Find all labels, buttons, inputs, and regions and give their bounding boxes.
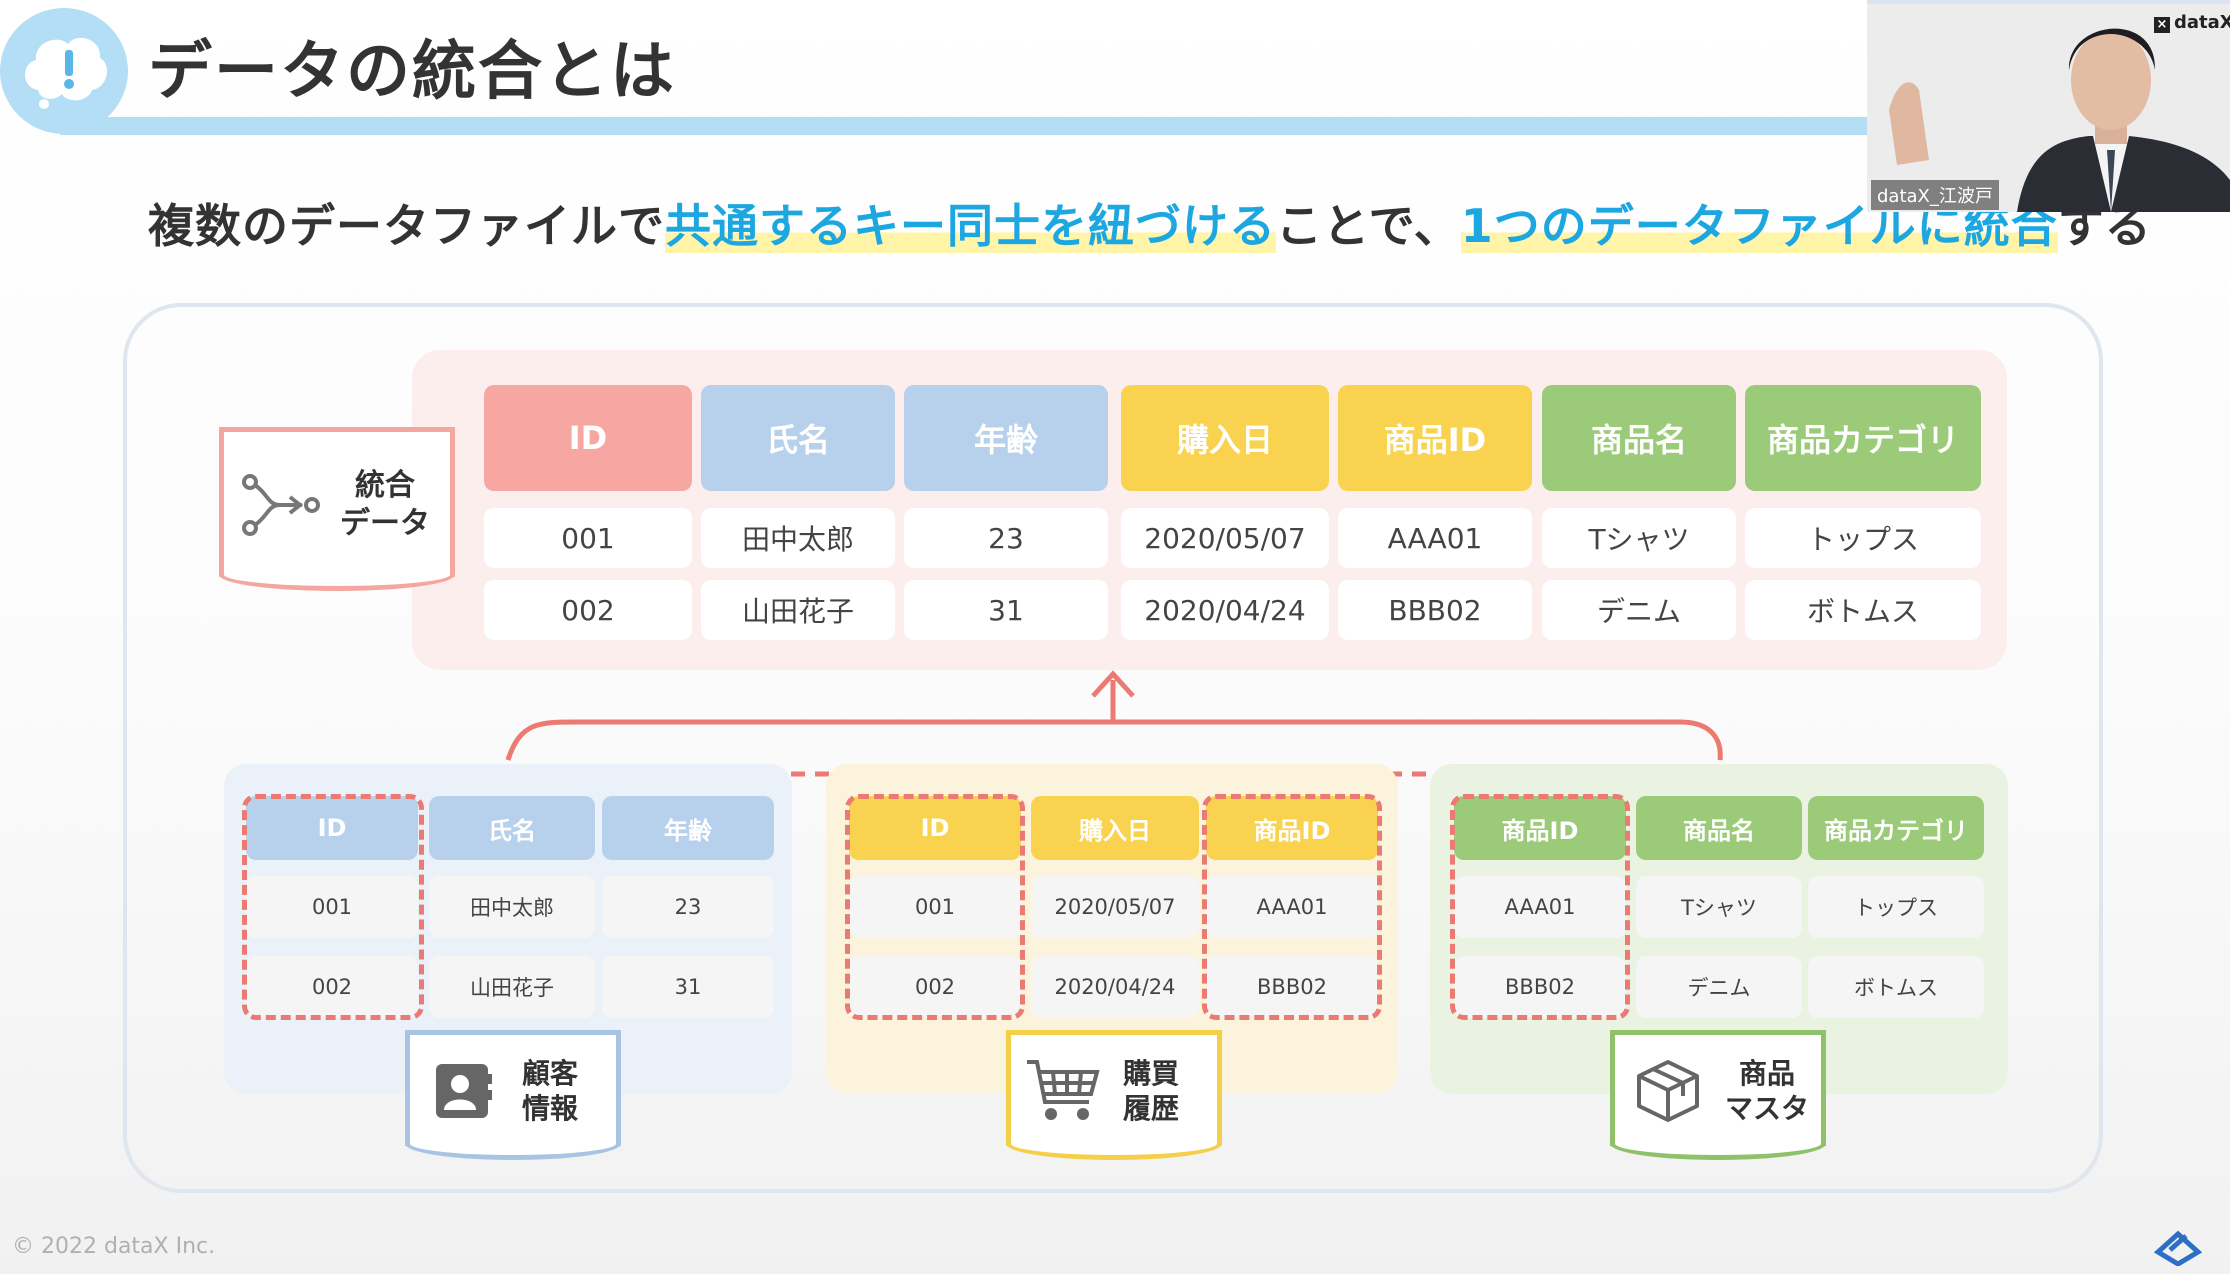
purchase-data-cell: 001: [849, 876, 1021, 938]
merged-data-cell: BBB02: [1338, 580, 1532, 640]
x-mark-icon: ×: [2154, 17, 2170, 33]
customer-header-cell: 年齢: [602, 796, 774, 860]
merged-header-cell: 年齢: [904, 385, 1108, 491]
customer-data-cell: 田中太郎: [429, 876, 595, 938]
purchase-history-badge: 購買 履歴: [1006, 1030, 1222, 1160]
merged-data-cell: ボトムス: [1745, 580, 1981, 640]
purchase-product-id-key-frame: [1202, 794, 1382, 1020]
merged-data-cell: 田中太郎: [701, 508, 895, 568]
box-icon: [1637, 1059, 1699, 1122]
purchase-data-cell: BBB02: [1206, 956, 1378, 1018]
merged-data-cell: 001: [484, 508, 692, 568]
subtitle-highlight-1: 共通するキー同士を紐づける: [665, 199, 1276, 253]
datax-logo-icon: [2153, 1230, 2203, 1266]
product-master-badge: 商品 マスタ: [1610, 1030, 1826, 1160]
video-logo-text: dataX: [2174, 12, 2230, 33]
merged-header-cell: 商品名: [1542, 385, 1736, 491]
purchase-id-key-frame: [845, 794, 1025, 1020]
product-data-cell: トップス: [1808, 876, 1984, 938]
presenter-video: [1867, 0, 2230, 212]
product-data-cell: ボトムス: [1808, 956, 1984, 1018]
merge-icon: [242, 473, 320, 536]
product-data-cell: Tシャツ: [1636, 876, 1802, 938]
video-top-line: [1867, 0, 2230, 4]
product-master-label: 商品 マスタ: [1725, 1056, 1810, 1125]
purchase-data-cell: AAA01: [1206, 876, 1378, 938]
merged-header-cell: 購入日: [1121, 385, 1329, 491]
purchase-data-cell: 2020/05/07: [1031, 876, 1199, 938]
merged-data-cell: 002: [484, 580, 692, 640]
contact-card-icon: [436, 1063, 492, 1118]
merged-data-cell: 2020/05/07: [1121, 508, 1329, 568]
presenter-name: dataX_江波戸: [1871, 180, 1999, 210]
product-data-cell: AAA01: [1454, 876, 1626, 938]
merged-header-cell: 氏名: [701, 385, 895, 491]
purchase-data-cell: 2020/04/24: [1031, 956, 1199, 1018]
title-underline-bar: [60, 117, 1880, 135]
product-data-cell: デニム: [1636, 956, 1802, 1018]
merged-data-cell: AAA01: [1338, 508, 1532, 568]
copyright: © 2022 dataX Inc.: [12, 1234, 216, 1259]
merged-data-cell: 山田花子: [701, 580, 895, 640]
video-datax-logo: ×dataX: [2154, 12, 2230, 33]
merged-data-badge: 統合 データ: [219, 427, 455, 591]
subtitle-part-1: 複数のデータファイルで: [148, 199, 665, 253]
merged-header-cell: 商品カテゴリ: [1745, 385, 1981, 491]
merged-data-label: 統合 データ: [340, 468, 430, 541]
merged-data-cell: 2020/04/24: [1121, 580, 1329, 640]
customer-data-cell: 山田花子: [429, 956, 595, 1018]
shopping-cart-icon: [1027, 1059, 1100, 1120]
merged-data-cell: Tシャツ: [1542, 508, 1736, 568]
subtitle-part-3: ことで、: [1276, 199, 1461, 253]
product-header-cell: 商品名: [1636, 796, 1802, 860]
page-title: データの統合とは: [148, 35, 676, 109]
merged-header-cell: ID: [484, 385, 692, 491]
customer-header-cell: ID: [246, 796, 418, 860]
customer-header-cell: 氏名: [429, 796, 595, 860]
thought-bubble-icon: [0, 8, 128, 134]
customer-data-cell: 23: [602, 876, 774, 938]
product-data-cell: BBB02: [1454, 956, 1626, 1018]
purchase-history-label: 購買 履歴: [1123, 1056, 1180, 1125]
merged-data-cell: 23: [904, 508, 1108, 568]
product-header-cell: 商品カテゴリ: [1808, 796, 1984, 860]
customer-data-cell: 001: [246, 876, 418, 938]
merged-data-cell: トップス: [1745, 508, 1981, 568]
merged-header-cell: 商品ID: [1338, 385, 1532, 491]
customer-data-cell: 31: [602, 956, 774, 1018]
product-id-key-frame: [1450, 794, 1630, 1020]
diagram-frame: [123, 303, 2103, 1193]
product-header-cell: 商品ID: [1454, 796, 1626, 860]
purchase-header-cell: 商品ID: [1206, 796, 1378, 860]
purchase-data-cell: 002: [849, 956, 1021, 1018]
merged-data-cell: デニム: [1542, 580, 1736, 640]
subtitle: 複数のデータファイルで共通するキー同士を紐づけることで、1つのデータファイルに統…: [148, 190, 2152, 256]
purchase-header-cell: 購入日: [1031, 796, 1199, 860]
customer-info-label: 顧客 情報: [522, 1056, 579, 1125]
customer-id-key-frame: [242, 794, 424, 1020]
merged-data-cell: 31: [904, 580, 1108, 640]
customer-data-cell: 002: [246, 956, 418, 1018]
purchase-header-cell: ID: [849, 796, 1021, 860]
customer-info-badge: 顧客 情報: [405, 1030, 621, 1160]
